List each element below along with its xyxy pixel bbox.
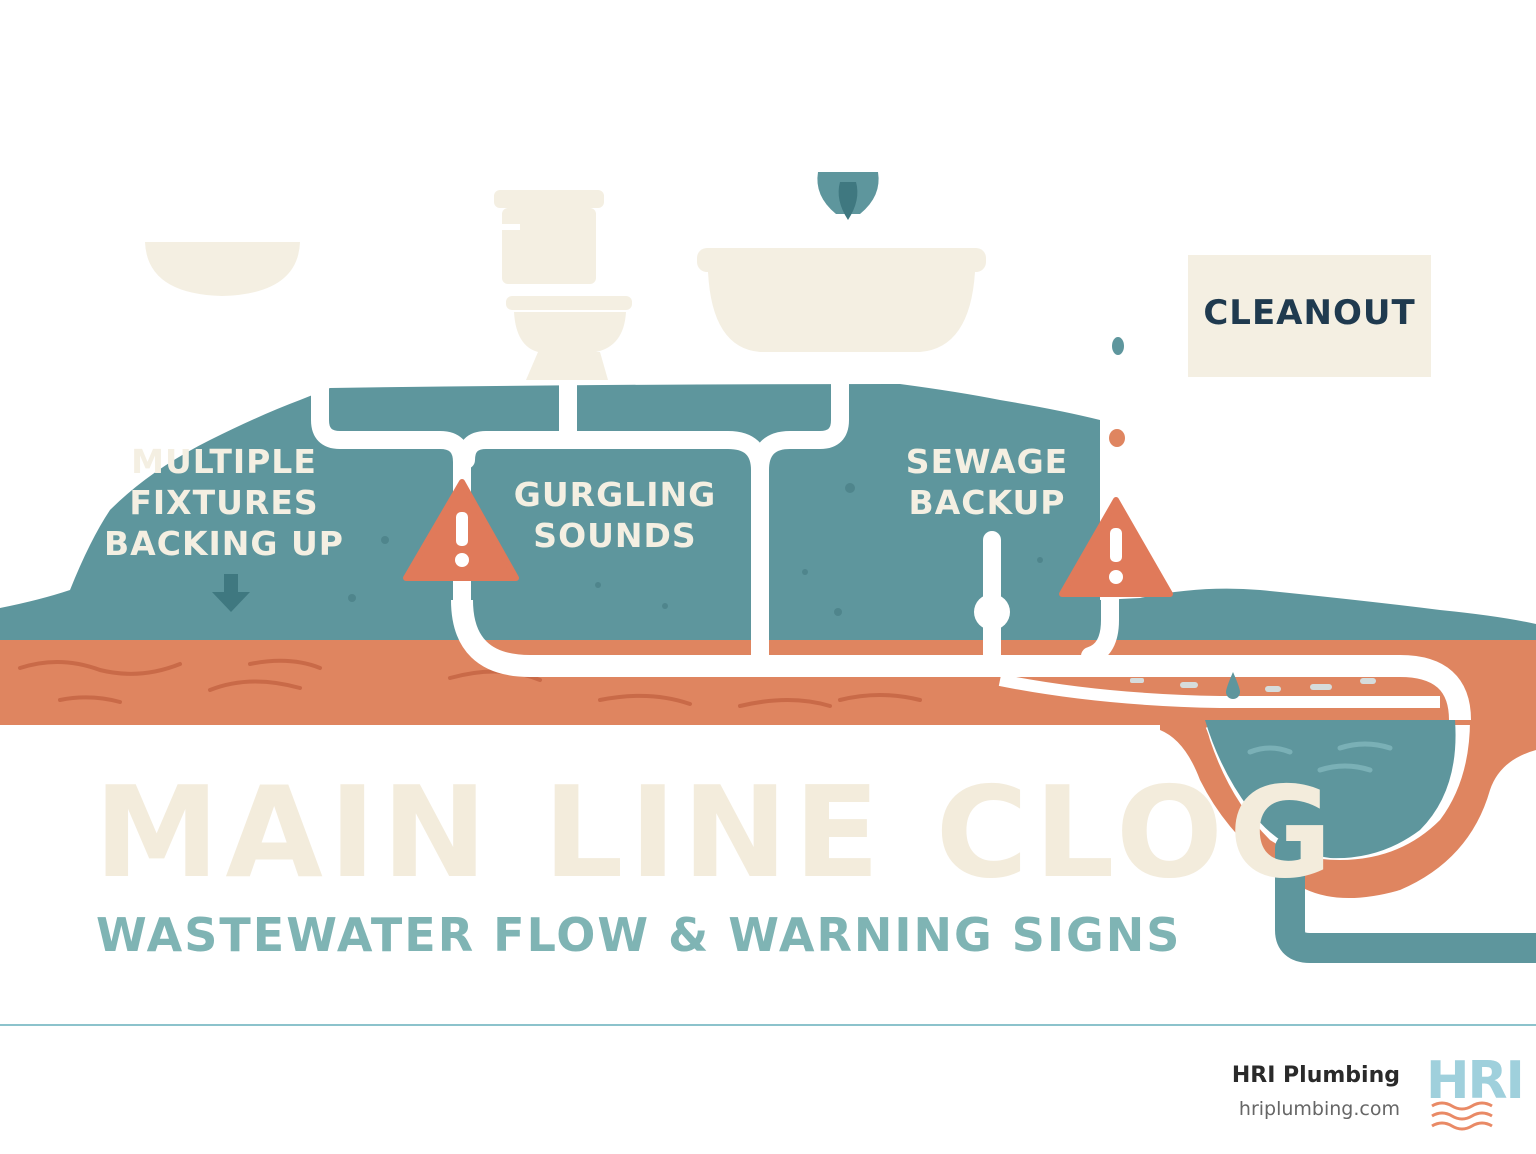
exit-pipe [1275,833,1536,963]
toilet-icon [494,190,632,380]
label-multiple-fixtures: MULTIPLE FIXTURES BACKING UP [104,441,344,564]
wastewater-region-right [1100,588,1536,650]
water-drop-icon [1226,672,1240,699]
brand-name: HRI Plumbing [1231,1063,1400,1088]
label-line: BACKUP [908,483,1066,522]
page-subtitle: WASTEWATER FLOW & WARNING SIGNS [96,908,1182,962]
sewer-water [1205,720,1456,859]
page-title: MAIN LINE CLOG [94,759,1339,906]
sink-icon [145,242,300,296]
warning-icon [403,479,519,581]
footer-divider [0,1024,1536,1026]
logo-text: HRI [1426,1051,1525,1111]
texture-dots [348,483,1043,616]
label-line: SEWAGE [905,442,1069,481]
down-arrow-icon [212,574,250,612]
brand-logo: HRI [1426,1048,1525,1134]
brand-url: hriplumbing.com [1238,1098,1400,1120]
main-drain-line [451,599,1471,721]
bathtub-icon [697,248,986,352]
label-line: MULTIPLE [131,442,317,481]
label-sewage-backup: SEWAGE BACKUP [880,441,1094,523]
sewer-basin [1160,700,1536,898]
label-line: BACKING UP [104,524,344,563]
label-line: SOUNDS [533,516,697,555]
label-line: GURGLING [513,475,717,514]
cleanout-label: CLEANOUT [1203,293,1416,333]
label-line: FIXTURES [129,483,319,522]
logo-waves-icon [1431,1101,1493,1131]
label-gurgling-sounds: GURGLING SOUNDS [500,474,730,556]
shower-head-icon [817,172,879,220]
cleanout-callout: CLEANOUT [1188,255,1431,377]
warning-icon [1059,497,1173,597]
